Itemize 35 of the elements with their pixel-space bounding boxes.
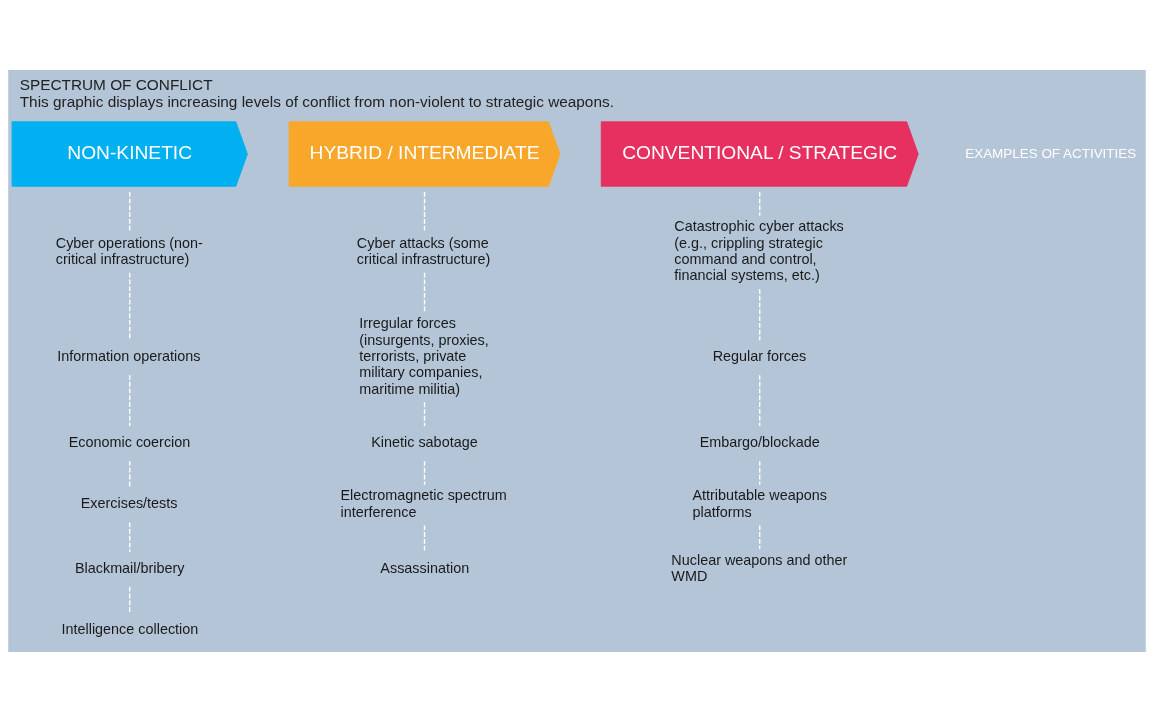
node-text: Kinetic sabotage (371, 433, 478, 450)
node-text: Attributable weapons platforms (692, 486, 827, 520)
connector (129, 190, 131, 233)
connector (129, 459, 131, 488)
connector (759, 190, 761, 216)
node-text: Assassination (380, 559, 470, 576)
node-text: Cyber attacks (some critical infrastructure) (356, 234, 491, 267)
node-text: Embargo/blockade (699, 433, 820, 450)
node-text: Information operations (57, 347, 201, 364)
node-text: Exercises/tests (80, 494, 178, 511)
node-text: Intelligence collection (61, 620, 199, 637)
connector (129, 271, 131, 341)
connector (423, 401, 426, 427)
connector (759, 524, 761, 550)
connector (759, 288, 761, 341)
connector (423, 190, 426, 233)
connector (423, 271, 426, 314)
node-text: Catastrophic cyber attacks (e.g., crippling strategic command and control, financial systems, etc.) (674, 217, 844, 283)
diagram-title: SPECTRUM OF CONFLICT (19, 75, 213, 93)
connector (129, 373, 131, 427)
node-text: Irregular forces (insurgents, proxies, terrorists, private military companies, maritime militia) (359, 314, 489, 397)
connector (129, 585, 131, 614)
connector (423, 524, 426, 552)
node-text: Nuclear weapons and other WMD (671, 551, 848, 584)
connector (759, 459, 761, 485)
node-text: Electromagnetic spectrum interference (340, 486, 507, 520)
connector (759, 373, 761, 427)
caption: This graphic displays increasing levels of conflict from non-violent to strategic weapons. (19, 92, 614, 110)
node-text: Blackmail/bribery (74, 559, 185, 576)
node-text: Economic coercion (68, 433, 191, 450)
connector (423, 459, 426, 485)
node-text: Cyber operations (non-critical infrastructure) (55, 234, 203, 267)
connector (129, 521, 131, 553)
node-text: Regular forces (712, 347, 807, 364)
label: EXAMPLES OF ACTIVITIES (965, 145, 1137, 161)
